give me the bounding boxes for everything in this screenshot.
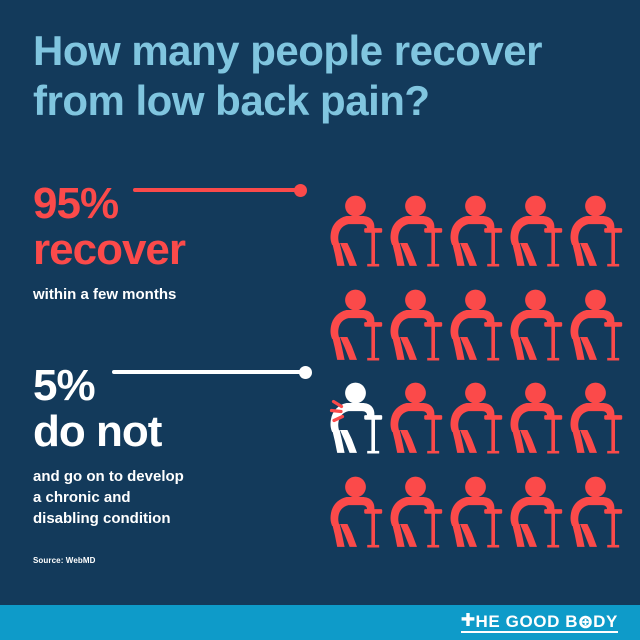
person-icon	[446, 363, 506, 457]
brand-logo[interactable]: HE GOOD B DY	[461, 612, 618, 633]
person-icon	[386, 176, 446, 270]
stat-word-do-not-recover: do not	[33, 407, 162, 456]
person-icon-highlighted	[326, 363, 386, 457]
person-icon	[326, 176, 386, 270]
source-label: Source: WebMD	[33, 556, 96, 565]
person-icon	[446, 457, 506, 551]
stat-sub-recover: within a few months	[33, 285, 177, 303]
stat-word-recover: recover	[33, 225, 186, 274]
stat-sub-line-1: and go on to develop	[33, 467, 184, 485]
logo-text-part-1: HE GOOD B	[475, 611, 579, 631]
person-icon	[506, 270, 566, 364]
leader-dot-recover	[294, 184, 307, 197]
stat-sub-line-2: a chronic and	[33, 488, 131, 506]
footer-bar: HE GOOD B DY	[0, 605, 640, 640]
person-icon	[566, 176, 626, 270]
stat-sub-do-not-recover: and go on to develop a chronic and disab…	[33, 466, 184, 530]
stat-percent-recover: 95%	[33, 179, 119, 228]
person-icon	[326, 270, 386, 364]
person-icon	[386, 457, 446, 551]
person-icon	[566, 457, 626, 551]
stat-block-recover: 95% recover within a few months	[33, 179, 186, 305]
leader-dot-do-not-recover	[299, 366, 312, 379]
logo-o-cross-icon	[578, 614, 593, 629]
stat-block-do-not-recover: 5% do not and go on to develop a chronic…	[33, 364, 184, 529]
person-icon	[446, 176, 506, 270]
person-icon	[506, 176, 566, 270]
person-icon	[326, 457, 386, 551]
person-icon	[566, 270, 626, 364]
person-icon	[506, 457, 566, 551]
title-line-2: from low back pain?	[33, 76, 430, 124]
person-icon	[386, 270, 446, 364]
person-icon	[566, 363, 626, 457]
person-icon	[446, 270, 506, 364]
person-icon	[386, 363, 446, 457]
leader-line-do-not-recover	[112, 370, 306, 374]
stat-sub-line-3: disabling condition	[33, 510, 171, 528]
title-line-1: How many people recover	[33, 27, 543, 74]
leader-line-recover	[133, 188, 301, 192]
logo-text-part-2: DY	[593, 611, 618, 631]
pictogram-grid	[326, 176, 626, 550]
person-icon	[506, 363, 566, 457]
page-title: How many people recover from low back pa…	[33, 26, 613, 125]
stat-percent-do-not-recover: 5%	[33, 361, 96, 410]
logo-plus-icon	[461, 612, 475, 630]
